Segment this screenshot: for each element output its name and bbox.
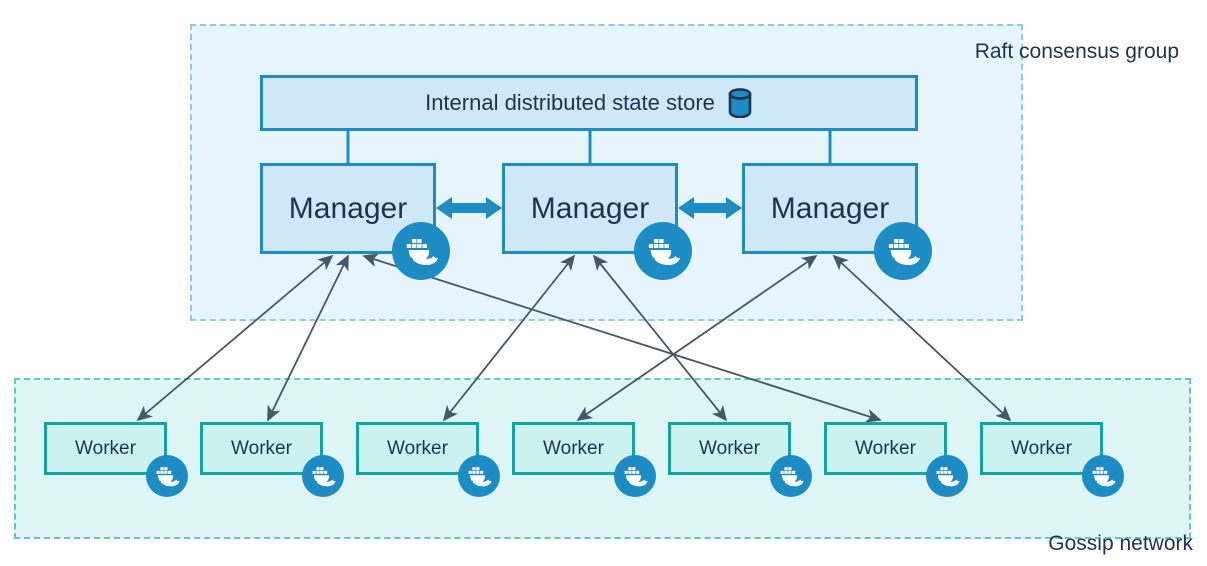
docker-whale-icon — [770, 455, 812, 497]
worker-node-2[interactable]: Worker — [200, 422, 323, 475]
worker-node-5[interactable]: Worker — [668, 422, 791, 475]
state-store-label: Internal distributed state store — [425, 90, 715, 115]
raft-consensus-group-label: Raft consensus group — [974, 40, 1179, 63]
docker-whale-icon — [392, 222, 450, 280]
worker-node-7-label: Worker — [1011, 437, 1072, 459]
worker-node-4-label: Worker — [543, 437, 604, 459]
docker-whale-icon — [302, 455, 344, 497]
gossip-network-group-label: Gossip network — [1048, 532, 1193, 555]
worker-node-1-label: Worker — [75, 437, 136, 459]
docker-whale-icon — [634, 222, 692, 280]
internal-distributed-state-store[interactable]: Internal distributed state store — [260, 75, 918, 131]
worker-node-6-label: Worker — [855, 437, 916, 459]
docker-whale-icon — [458, 455, 500, 497]
manager-node-2-label: Manager — [530, 191, 650, 225]
worker-node-3-label: Worker — [387, 437, 448, 459]
worker-node-1[interactable]: Worker — [44, 422, 167, 475]
manager-node-1-label: Manager — [288, 191, 408, 225]
docker-whale-icon — [146, 455, 188, 497]
worker-node-4[interactable]: Worker — [512, 422, 635, 475]
docker-whale-icon — [874, 222, 932, 280]
manager-node-3-label: Manager — [770, 191, 890, 225]
worker-node-6[interactable]: Worker — [824, 422, 947, 475]
docker-whale-icon — [926, 455, 968, 497]
database-cylinder-icon — [727, 88, 753, 118]
docker-whale-icon — [1082, 455, 1124, 497]
worker-node-7[interactable]: Worker — [980, 422, 1103, 475]
worker-node-5-label: Worker — [699, 437, 760, 459]
worker-node-3[interactable]: Worker — [356, 422, 479, 475]
worker-node-2-label: Worker — [231, 437, 292, 459]
docker-whale-icon — [614, 455, 656, 497]
